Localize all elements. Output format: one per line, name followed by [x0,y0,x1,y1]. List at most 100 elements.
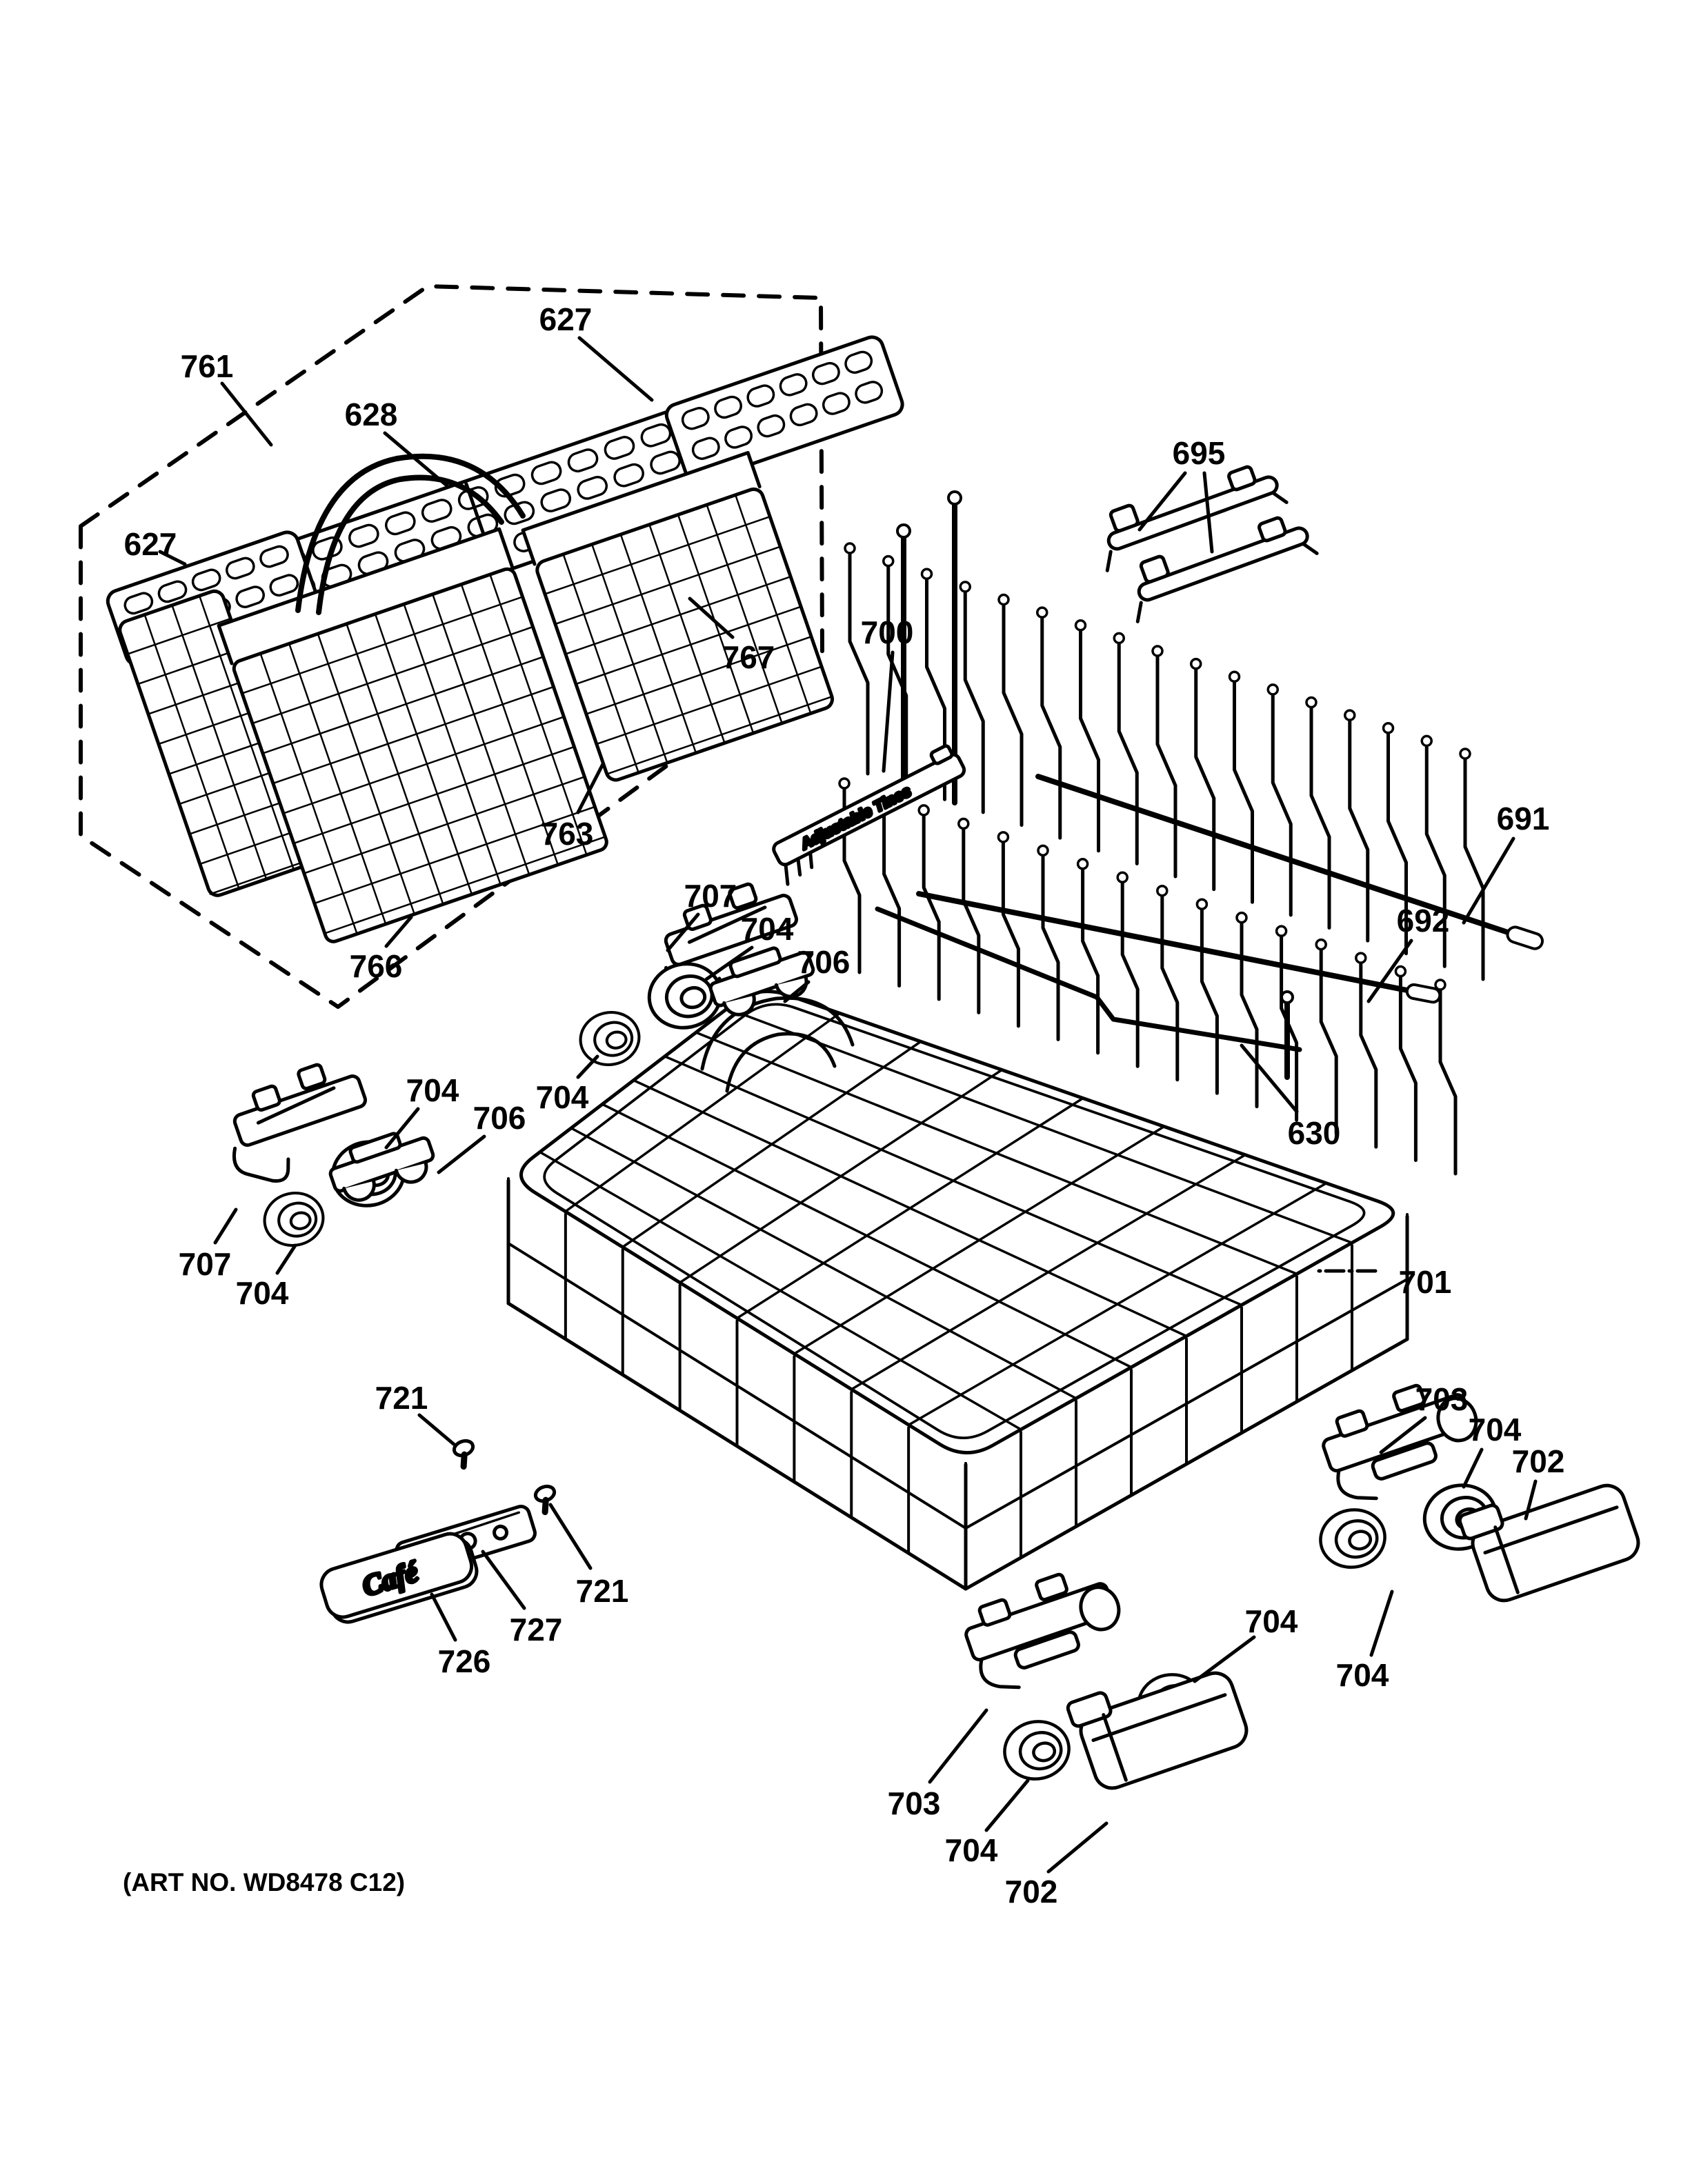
tine [1081,862,1100,1055]
tine [1309,701,1331,930]
grid-line [288,643,387,925]
rack-grid-wire [850,1154,1246,1391]
leader-line [1524,1479,1538,1521]
tine [1271,688,1293,917]
leader-line [1369,1590,1394,1657]
rack-grid-wire [695,1031,1298,1275]
tine [1160,889,1180,1082]
leader-line [213,1208,238,1245]
tine-tip [1036,606,1048,619]
part-label-727: 727 [510,1612,563,1647]
grid-line [544,515,771,595]
tine [1155,649,1177,879]
grid-line [143,614,240,890]
tine [1463,752,1485,981]
rack-rim-outer [519,990,1395,1454]
leader-line [666,912,700,952]
part-label-704: 704 [1245,1603,1298,1639]
tine-tip [1113,632,1125,645]
rack-rim-inner [543,1003,1366,1439]
leader-line [1379,1416,1427,1454]
tine [1041,848,1060,1041]
grid-line [137,648,242,685]
grid-line [619,533,697,754]
tine [1001,835,1020,1028]
part-label-702: 702 [1005,1874,1058,1910]
grid-line [595,665,823,745]
leader-line [882,650,895,773]
lid-slot [757,414,786,438]
leader-line [928,1708,988,1784]
grid-line [562,553,639,774]
tine-tip [1195,898,1209,910]
grid-line [374,613,473,896]
tine [962,821,981,1014]
lid-slot [540,488,572,512]
part-label-692: 692 [1397,903,1450,939]
part-label-701: 701 [1399,1264,1452,1300]
tine-clip-695-a [1105,465,1289,572]
leader-line [437,1134,486,1174]
part-label-704: 704 [236,1275,289,1311]
leader-line [417,1413,457,1447]
leader-line [1193,1635,1256,1683]
tine [1194,662,1216,892]
lid-slot [123,592,154,615]
part-label-702: 702 [1512,1443,1565,1479]
leader-line [984,1779,1030,1832]
leader-line [1462,1447,1484,1489]
grid-line [261,656,544,754]
grid-line [431,593,530,876]
tine [1240,916,1259,1109]
part-label-695: 695 [1173,435,1226,471]
tine-tip [1151,645,1164,657]
leader-line [481,1550,526,1610]
tine-tip [1116,871,1129,884]
grid-line [209,857,315,895]
tine-tip [838,777,851,790]
tine-tip [920,568,933,580]
basket-right-bin-767 [521,451,834,782]
rack-bottom-rim [506,1301,1409,1591]
tall-post-tip [947,490,962,505]
tine-tip [959,581,971,593]
tine [1200,902,1219,1095]
tine-tip [1037,844,1049,857]
tine [963,585,985,814]
tine [1117,636,1139,865]
grid-line [292,745,575,845]
leader-line [430,1592,457,1642]
grid-line [147,677,252,715]
part-label-767: 767 [722,639,775,675]
leader-line [1240,1043,1299,1114]
tine-tip [1076,858,1089,870]
tine-rod-691 [1035,774,1544,950]
badge-screw-721-right [533,1484,559,1513]
lid-slot [822,392,851,415]
tine-tip [1235,911,1248,924]
grid-line [489,573,588,856]
part-label-703: 703 [1415,1381,1469,1417]
lid-slot [681,407,710,430]
leader-line [1366,939,1413,1003]
end-cap-702-right [1458,1464,1643,1607]
tine [1233,674,1254,904]
tine [848,546,870,776]
part-label-763: 763 [541,816,594,852]
lid-slot [714,395,743,419]
tine-tip [1228,670,1241,683]
rack-grid-wire [726,1007,1353,1244]
roller-wheel-704 [1000,1716,1075,1785]
rack-rim-pin [1280,990,1294,1080]
grid-line [188,797,294,835]
lid-slot [746,384,775,408]
grid-line [460,583,559,866]
basket-handle [295,453,526,615]
lid-slot [613,463,644,488]
grid-line [317,632,416,915]
part-label-721: 721 [576,1573,629,1609]
part-label-766: 766 [350,948,403,984]
leader-line [220,381,273,447]
lid-slot [691,437,720,460]
lid-slot [779,373,808,397]
